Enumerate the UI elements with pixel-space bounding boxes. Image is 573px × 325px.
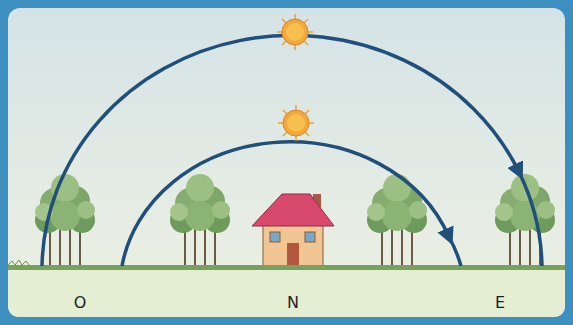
compass-label: E [495, 293, 505, 312]
compass-label: N [287, 293, 299, 312]
compass-label: O [74, 293, 87, 312]
